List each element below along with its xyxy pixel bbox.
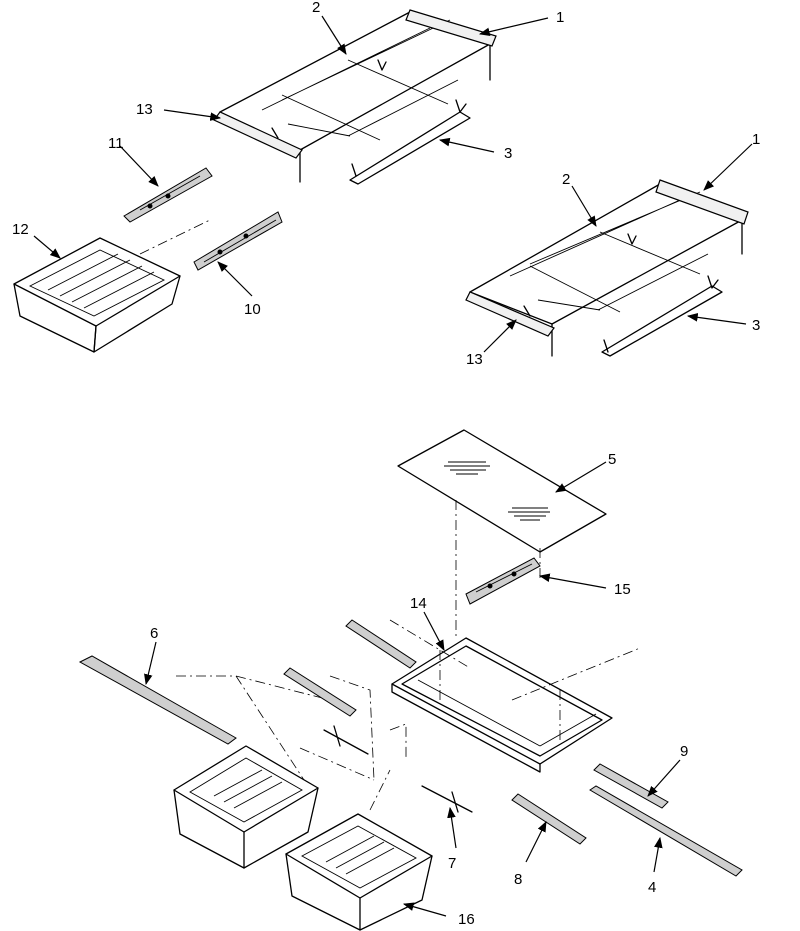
bin-part-16	[285, 813, 433, 931]
rail-part-9	[593, 763, 669, 809]
trim-strip-part-6	[78, 655, 237, 745]
callout-14: 14	[410, 595, 427, 612]
callout-10: 10	[244, 301, 261, 318]
callout-16: 16	[458, 911, 475, 928]
leader-arrows	[33, 15, 753, 917]
callout-4: 4	[648, 879, 656, 896]
callout-11: 11	[108, 135, 124, 152]
callout-1-upper-right: 1	[752, 131, 760, 148]
callout-3-upper-right: 3	[752, 317, 760, 334]
callout-13-upper-right: 13	[466, 351, 483, 368]
callout-3-upper-left: 3	[504, 145, 512, 162]
callout-8: 8	[514, 871, 522, 888]
callout-5: 5	[608, 451, 616, 468]
slide-part-15	[465, 557, 541, 605]
callout-6: 6	[150, 625, 158, 642]
slide-part-7-left	[323, 725, 369, 755]
slide-rail-part-10	[193, 211, 283, 271]
rail-part-4	[589, 785, 743, 877]
rail-rod-part-8	[511, 793, 587, 845]
callout-12: 12	[12, 221, 29, 238]
slide-rail-part-11	[123, 167, 213, 223]
rail-rod-left	[283, 667, 357, 717]
callout-2-upper-right: 2	[562, 171, 570, 188]
callout-7: 7	[448, 855, 456, 872]
callout-15: 15	[614, 581, 631, 598]
shelf-frame-part-14	[391, 637, 613, 773]
glass-shelf-part-5	[397, 429, 607, 553]
callout-2-upper-left: 2	[312, 0, 320, 16]
callout-9: 9	[680, 743, 688, 760]
shelf-assembly-upper-right	[465, 179, 749, 357]
callout-13-upper-left: 13	[136, 101, 153, 118]
crisper-drawer-part-12	[13, 237, 181, 353]
shelf-assembly-upper-left	[213, 9, 497, 185]
slide-part-7	[421, 785, 473, 813]
callout-labels: 1 2 3 13 11 12 10 1 2 3 13 5 15 14 6 9 7…	[12, 0, 760, 928]
bin-left	[173, 745, 319, 869]
rail-rod-left-upper	[345, 619, 417, 669]
callout-1-upper-left: 1	[556, 9, 564, 26]
